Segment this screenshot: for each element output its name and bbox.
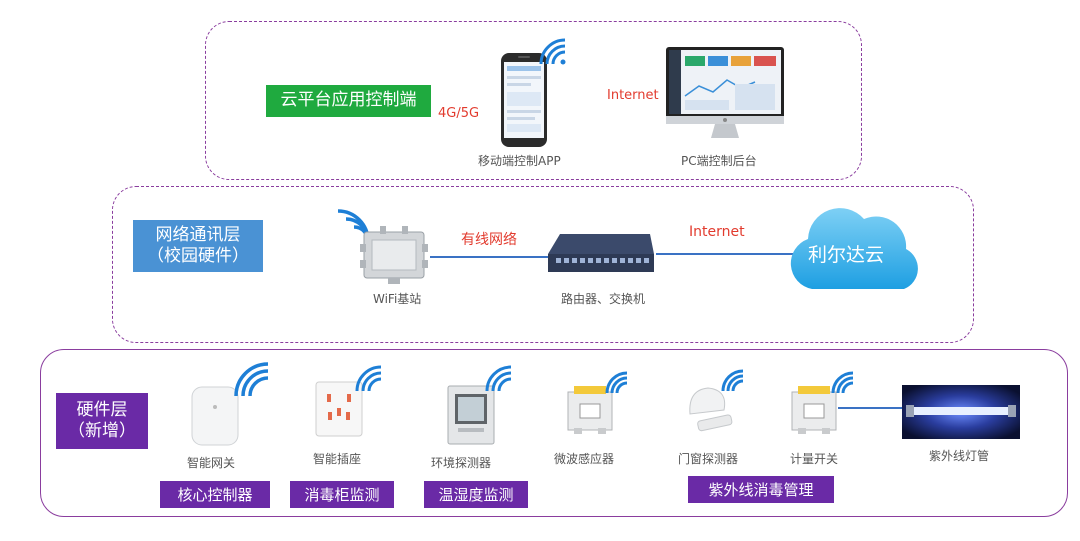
wifi-base-station-icon (360, 226, 428, 284)
wifi-signal-icon (831, 371, 854, 394)
metering-switch-icon (791, 386, 837, 434)
microwave-sensor-label: 微波感应器 (554, 452, 615, 466)
monitor-icon (666, 47, 784, 138)
link-internet-top-label: Internet (607, 88, 659, 103)
hardware-layer-tag-line1: 硬件层 (76, 399, 128, 420)
wifi-signal-icon (539, 38, 566, 65)
cloud-name: 利尔达云 (808, 244, 885, 266)
function-tag-temperature-humidity: 温湿度监测 (424, 481, 528, 508)
uv-lamp-icon (902, 385, 1020, 439)
hardware-layer-frame (40, 349, 1068, 517)
cloud-layer-tag-text: 云平台应用控制端 (280, 90, 417, 111)
function-tag-label: 温湿度监测 (438, 486, 514, 504)
metering-switch-label: 计量开关 (790, 452, 839, 466)
mobile-app-label: 移动端控制APP (478, 154, 561, 168)
hardware-layer-tag-line2: （新增） (68, 421, 136, 441)
wifi-signal-icon (234, 362, 269, 397)
function-tag-disinfection-cabinet: 消毒柜监测 (290, 481, 394, 508)
network-layer-frame (112, 186, 974, 343)
function-tag-core-controller: 核心控制器 (160, 481, 270, 508)
wifi-base-station-label: WiFi基站 (373, 292, 422, 306)
pc-backend-label: PC端控制后台 (681, 154, 757, 168)
wired-link-line (430, 256, 548, 258)
router-switch-icon (548, 234, 654, 272)
uv-lamp-link-line (838, 407, 906, 409)
network-layer-tag-line2: （校园硬件） (147, 246, 249, 266)
hardware-layer-tag: 硬件层 （新增） (56, 393, 148, 449)
microwave-sensor-icon (567, 386, 613, 434)
function-tag-label: 紫外线消毒管理 (708, 481, 814, 499)
link-4g-label: 4G/5G (438, 106, 480, 121)
wifi-signal-icon (485, 365, 512, 392)
smart-gateway-icon (191, 386, 239, 446)
smart-socket-label: 智能插座 (313, 452, 362, 466)
wifi-signal-icon (605, 371, 628, 394)
wired-network-label: 有线网络 (461, 232, 517, 248)
router-switch-label: 路由器、交换机 (561, 292, 646, 306)
uv-lamp-label: 紫外线灯管 (929, 449, 990, 463)
environment-detector-label: 环境探测器 (431, 456, 492, 470)
cloud-icon (790, 208, 918, 289)
function-tag-label: 消毒柜监测 (304, 486, 380, 504)
function-tag-label: 核心控制器 (177, 486, 253, 504)
network-layer-tag: 网络通讯层 （校园硬件） (133, 220, 263, 272)
smart-socket-icon (315, 381, 363, 437)
function-tag-uv-disinfection: 紫外线消毒管理 (688, 476, 834, 503)
smart-gateway-label: 智能网关 (187, 456, 236, 470)
wifi-signal-icon (355, 365, 382, 392)
door-window-detector-icon (689, 387, 733, 432)
cloud-layer-frame (205, 21, 862, 180)
internet-network-label: Internet (689, 224, 745, 240)
cloud-layer-tag: 云平台应用控制端 (266, 85, 431, 117)
phone-icon (501, 53, 547, 147)
internet-link-line (656, 253, 794, 255)
wifi-signal-icon (721, 369, 744, 392)
environment-detector-icon (447, 385, 495, 445)
network-layer-tag-line1: 网络通讯层 (155, 224, 241, 245)
door-window-detector-label: 门窗探测器 (678, 452, 739, 466)
